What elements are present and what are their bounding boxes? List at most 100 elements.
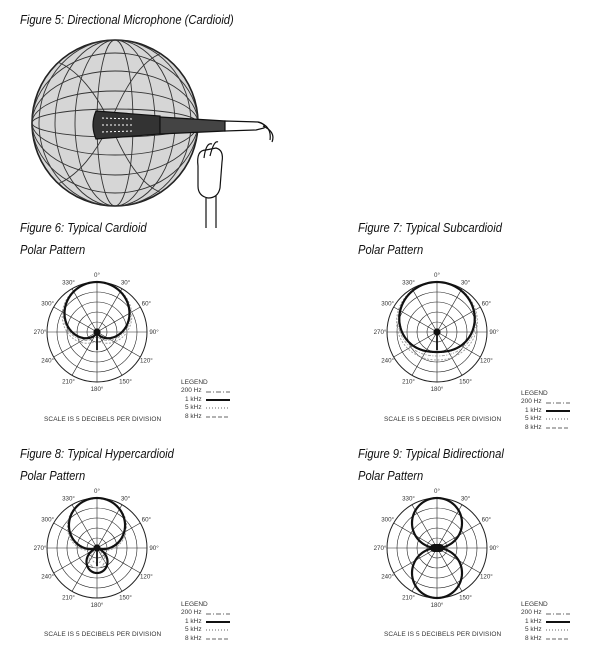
grid-spoke [436, 547, 463, 592]
scale-note-fig8: SCALE IS 5 DECIBELS PER DIVISION [44, 631, 162, 638]
angle-label: 120° [480, 358, 493, 365]
legend-swatch [545, 612, 570, 615]
legend-entry: 1 kHz [181, 396, 231, 404]
scale-note-fig9: SCALE IS 5 DECIBELS PER DIVISION [384, 631, 502, 638]
legend-label: 8 kHz [524, 634, 542, 642]
frequency-curve-1khz [398, 280, 476, 354]
legend-label: 1 kHz [184, 617, 202, 625]
angle-label: 30° [121, 280, 131, 287]
angle-label: 60° [482, 517, 492, 524]
legend-label: 200 Hz [181, 387, 202, 395]
legend-label: 8 kHz [184, 634, 202, 642]
angle-label: 180° [431, 386, 444, 393]
angle-label: 120° [140, 358, 153, 365]
grid-spoke [71, 288, 98, 333]
legend-entry: 5 kHz [521, 415, 571, 423]
angle-label: 60° [142, 517, 152, 524]
angle-label: 330° [62, 496, 75, 503]
angle-label: 0° [94, 488, 100, 495]
figure-8-caption-line2: Polar Pattern [20, 468, 86, 483]
legend-label: 5 kHz [524, 626, 542, 634]
angle-label: 240° [381, 574, 394, 581]
angle-label: 210° [62, 594, 75, 601]
figure-7-caption: Figure 7: Typical Subcardioid [358, 220, 502, 235]
angle-label: 120° [140, 574, 153, 581]
microphone [92, 110, 274, 143]
frequency-curve-1khz [67, 496, 127, 575]
legend-swatch [545, 638, 570, 640]
legend-swatch [545, 401, 570, 404]
angle-label: 30° [121, 496, 131, 503]
legend-entry: 5 kHz [521, 626, 571, 634]
legend-title: LEGEND [521, 601, 548, 608]
polar-plot-bidirectional: 0°30°60°90°120°150°180°210°240°270°300°3… [373, 484, 501, 617]
angle-label: 30° [461, 280, 471, 287]
figure-9-caption-line2: Polar Pattern [358, 468, 424, 483]
grid-spoke [411, 331, 438, 376]
grid-spoke [96, 504, 123, 549]
grid-spoke [436, 331, 481, 358]
angle-label: 210° [402, 378, 415, 385]
angle-label: 330° [402, 496, 415, 503]
legend-swatch [545, 427, 570, 429]
legend-title: LEGEND [181, 379, 208, 386]
angle-label: 270° [34, 545, 47, 552]
legend-swatch [205, 621, 230, 624]
figure-7-caption-line2: Polar Pattern [358, 242, 424, 257]
grid-spoke [71, 504, 98, 549]
legend-label: 1 kHz [524, 617, 542, 625]
legend-entry: 1 kHz [521, 618, 571, 626]
legend-swatch [545, 410, 570, 413]
figure-8-caption: Figure 8: Typical Hypercardioid [20, 446, 174, 461]
grid-spoke [436, 504, 463, 549]
angle-label: 60° [482, 301, 492, 308]
angle-label: 0° [94, 272, 100, 279]
legend-title: LEGEND [521, 390, 548, 397]
legend-entry: 8 kHz [521, 635, 571, 643]
grid-spoke [393, 331, 438, 358]
legend-swatch [545, 418, 570, 421]
legend-entry: 8 kHz [181, 413, 231, 421]
legend-swatch [205, 612, 230, 615]
directional-microphone-illustration [20, 38, 290, 228]
grid-spoke [96, 288, 123, 333]
frequency-curve-1khz [410, 496, 464, 600]
angle-label: 240° [381, 358, 394, 365]
legend-swatch [205, 390, 230, 393]
legend-label: 1 kHz [184, 395, 202, 403]
scale-note-fig6: SCALE IS 5 DECIBELS PER DIVISION [44, 416, 162, 423]
grid-spoke [96, 331, 141, 358]
angle-label: 180° [91, 386, 104, 393]
legend-label: 5 kHz [184, 626, 202, 634]
legend-entry: 5 kHz [181, 626, 231, 634]
angle-label: 300° [381, 301, 394, 308]
legend-swatch [205, 407, 230, 410]
angle-label: 180° [431, 602, 444, 609]
grid-spoke [53, 331, 98, 358]
polar-plot-cardioid: 0°30°60°90°120°150°180°210°240°270°300°3… [33, 268, 161, 401]
angle-label: 240° [41, 574, 54, 581]
grid-spoke [96, 306, 141, 333]
polar-grid-svg: 0°30°60°90°120°150°180°210°240°270°300°3… [34, 272, 160, 393]
legend-label: 5 kHz [524, 415, 542, 423]
legend-entry: 8 kHz [181, 635, 231, 643]
angle-label: 150° [119, 594, 132, 601]
legend-title: LEGEND [181, 601, 208, 608]
grid-spoke [71, 547, 98, 592]
angle-label: 90° [489, 545, 499, 552]
polar-grid-svg: 0°30°60°90°120°150°180°210°240°270°300°3… [374, 272, 500, 393]
legend-entry: 200 Hz [181, 387, 231, 395]
grid-spoke [436, 331, 463, 376]
figure-6-caption: Figure 6: Typical Cardioid [20, 220, 147, 235]
grid-spoke [53, 306, 98, 333]
angle-label: 270° [34, 329, 47, 336]
legend-swatch [205, 399, 230, 402]
angle-label: 150° [459, 378, 472, 385]
angle-label: 210° [402, 594, 415, 601]
grid-spoke [96, 522, 141, 549]
angle-label: 270° [374, 545, 387, 552]
angle-label: 120° [480, 574, 493, 581]
